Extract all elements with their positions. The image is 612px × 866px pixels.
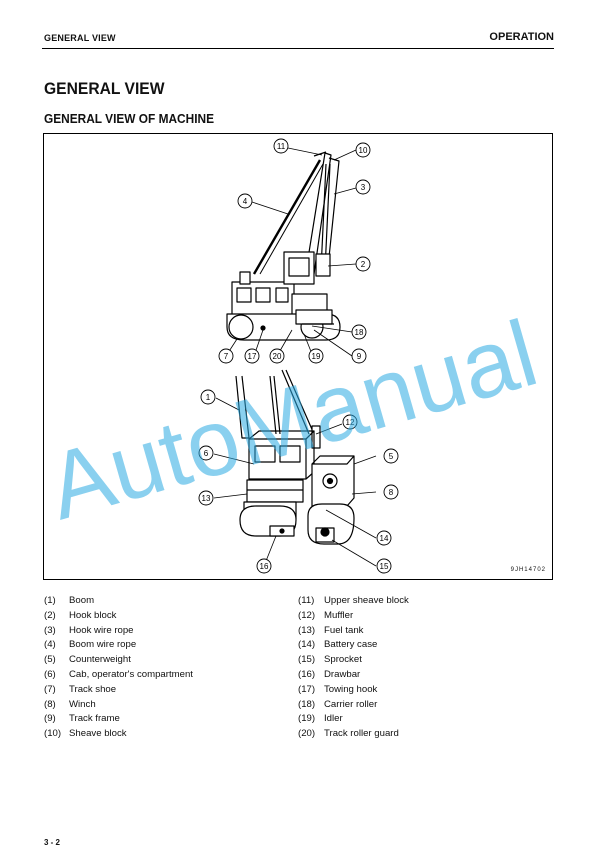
svg-text:11: 11 [277, 142, 286, 151]
legend-item: (20)Track roller guard [298, 728, 399, 740]
callout-15: 15 [376, 558, 392, 574]
svg-text:13: 13 [202, 494, 211, 503]
callout-9: 9 [351, 348, 367, 364]
callout-20: 20 [269, 348, 285, 364]
legend-item: (5)Counterweight [44, 654, 131, 666]
legend-item: (7)Track shoe [44, 683, 117, 695]
callout-2: 2 [355, 256, 371, 272]
callout-4: 4 [237, 193, 253, 209]
callout-6: 6 [198, 445, 214, 461]
svg-text:5: 5 [389, 452, 394, 461]
svg-text:3: 3 [361, 183, 366, 192]
header-section-right: OPERATION [489, 31, 554, 43]
legend-item: (17)Towing hook [298, 683, 378, 695]
callout-11: 11 [273, 138, 289, 154]
legend-item: (18)Carrier roller [298, 698, 378, 710]
callout-18: 18 [351, 324, 367, 340]
svg-text:17: 17 [248, 352, 257, 361]
svg-text:20: 20 [273, 352, 282, 361]
legend-item: (19)Idler [298, 713, 343, 725]
svg-text:10: 10 [359, 146, 368, 155]
callout-16: 16 [256, 558, 272, 574]
legend-item: (6)Cab, operator's compartment [44, 668, 193, 680]
machine-illustration: 11 10 3 4 2 18 9 19 20 17 7 1 12 6 5 8 1… [198, 138, 399, 574]
svg-text:18: 18 [355, 328, 364, 337]
callout-10: 10 [355, 142, 371, 158]
callout-17: 17 [244, 348, 260, 364]
callout-1: 1 [200, 389, 216, 405]
svg-text:14: 14 [380, 534, 389, 543]
legend-item: (1)Boom [44, 595, 95, 606]
page-number: 3 - 2 [44, 838, 61, 847]
svg-text:6: 6 [204, 449, 209, 458]
legend-item: (16)Drawbar [298, 668, 361, 680]
header-section-left: GENERAL VIEW [44, 33, 116, 43]
legend-item: (4)Boom wire rope [44, 639, 137, 651]
svg-text:1: 1 [206, 393, 211, 402]
legend-item: (3)Hook wire rope [44, 624, 134, 636]
legend-item: (9)Track frame [44, 713, 120, 725]
svg-text:7: 7 [224, 352, 229, 361]
header-rule [42, 48, 554, 49]
figure-code: 9JH14702 [510, 567, 546, 573]
legend-item: (14)Battery case [298, 639, 378, 651]
svg-text:12: 12 [346, 418, 355, 427]
callout-14: 14 [376, 530, 392, 546]
svg-text:9: 9 [357, 352, 362, 361]
callout-8: 8 [383, 484, 399, 500]
legend-item: (11)Upper sheave block [298, 595, 409, 606]
machine-figure: 11 10 3 4 2 18 9 19 20 17 7 1 12 6 5 8 1… [43, 133, 553, 580]
svg-text:16: 16 [260, 562, 269, 571]
callout-5: 5 [383, 448, 399, 464]
legend-item: (8)Winch [44, 698, 96, 710]
legend-item: (2)Hook block [44, 609, 117, 621]
callout-7: 7 [218, 348, 234, 364]
legend-left: (1)Boom (2)Hook block (3)Hook wire rope … [44, 594, 193, 742]
svg-text:8: 8 [389, 488, 394, 497]
section-subtitle: GENERAL VIEW OF MACHINE [44, 112, 215, 126]
callout-12: 12 [342, 414, 358, 430]
legend-item: (13)Fuel tank [298, 624, 364, 636]
callout-13: 13 [198, 490, 214, 506]
svg-text:19: 19 [312, 352, 321, 361]
callout-19: 19 [308, 348, 324, 364]
svg-text:4: 4 [243, 197, 248, 206]
svg-text:15: 15 [380, 562, 389, 571]
svg-text:2: 2 [361, 260, 366, 269]
page-title: GENERAL VIEW [44, 79, 165, 98]
legend-item: (15)Sprocket [298, 654, 362, 666]
legend-item: (10)Sheave block [44, 728, 127, 740]
callout-3: 3 [355, 179, 371, 195]
legend-right: (11)Upper sheave block (12)Muffler (13)F… [298, 594, 409, 742]
legend-item: (12)Muffler [298, 609, 354, 621]
